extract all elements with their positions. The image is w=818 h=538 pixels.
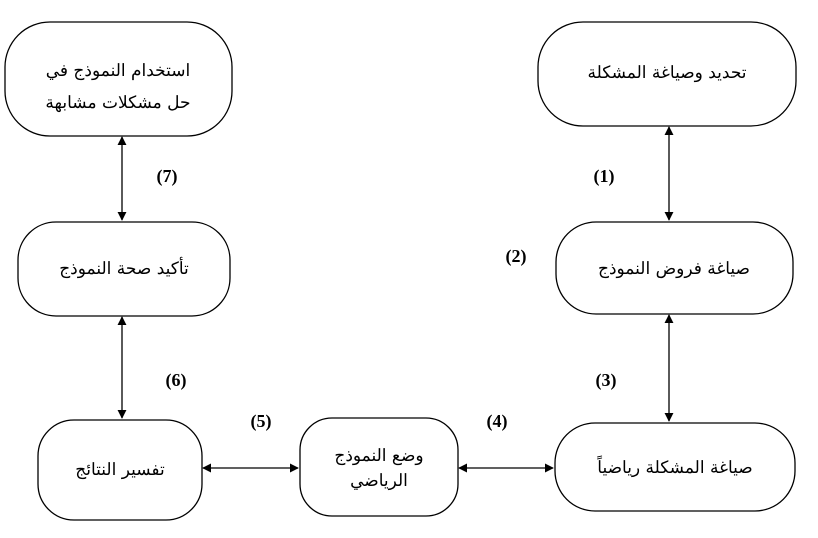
- node-build-model: وضع النموذج الرياضي: [299, 417, 459, 517]
- node-apply-model-line1: استخدام النموذج في: [46, 61, 191, 81]
- step-label-5: (5): [251, 411, 272, 432]
- node-interpret-results: تفسير النتائج: [37, 419, 203, 521]
- node-math-formulation-label: صياغة المشكلة رياضياً: [596, 454, 752, 478]
- node-validate-model: تأكيد صحة النموذج: [17, 221, 231, 317]
- step-label-7: (7): [157, 166, 178, 187]
- node-build-model-line2: الرياضي: [350, 471, 408, 491]
- step-label-4: (4): [487, 411, 508, 432]
- step-label-6: (6): [166, 370, 187, 391]
- node-define-problem: تحديد وصياغة المشكلة: [537, 21, 797, 127]
- node-define-problem-label: تحديد وصياغة المشكلة: [587, 63, 746, 83]
- step-label-3: (3): [596, 370, 617, 391]
- node-build-model-line1: وضع النموذج: [334, 446, 423, 466]
- step-label-1: (1): [594, 166, 615, 187]
- node-math-formulation: صياغة المشكلة رياضياً: [554, 422, 796, 512]
- step-label-2: (2): [506, 246, 527, 267]
- node-model-assumptions: صياغة فروض النموذج: [555, 221, 794, 315]
- node-model-assumptions-label: صياغة فروض النموذج: [598, 259, 750, 279]
- node-apply-model-line2: حل مشكلات مشابهة: [45, 93, 190, 113]
- node-apply-model: استخدام النموذج في حل مشكلات مشابهة: [4, 21, 233, 137]
- node-validate-model-label: تأكيد صحة النموذج: [59, 256, 189, 279]
- node-interpret-results-label: تفسير النتائج: [75, 460, 165, 480]
